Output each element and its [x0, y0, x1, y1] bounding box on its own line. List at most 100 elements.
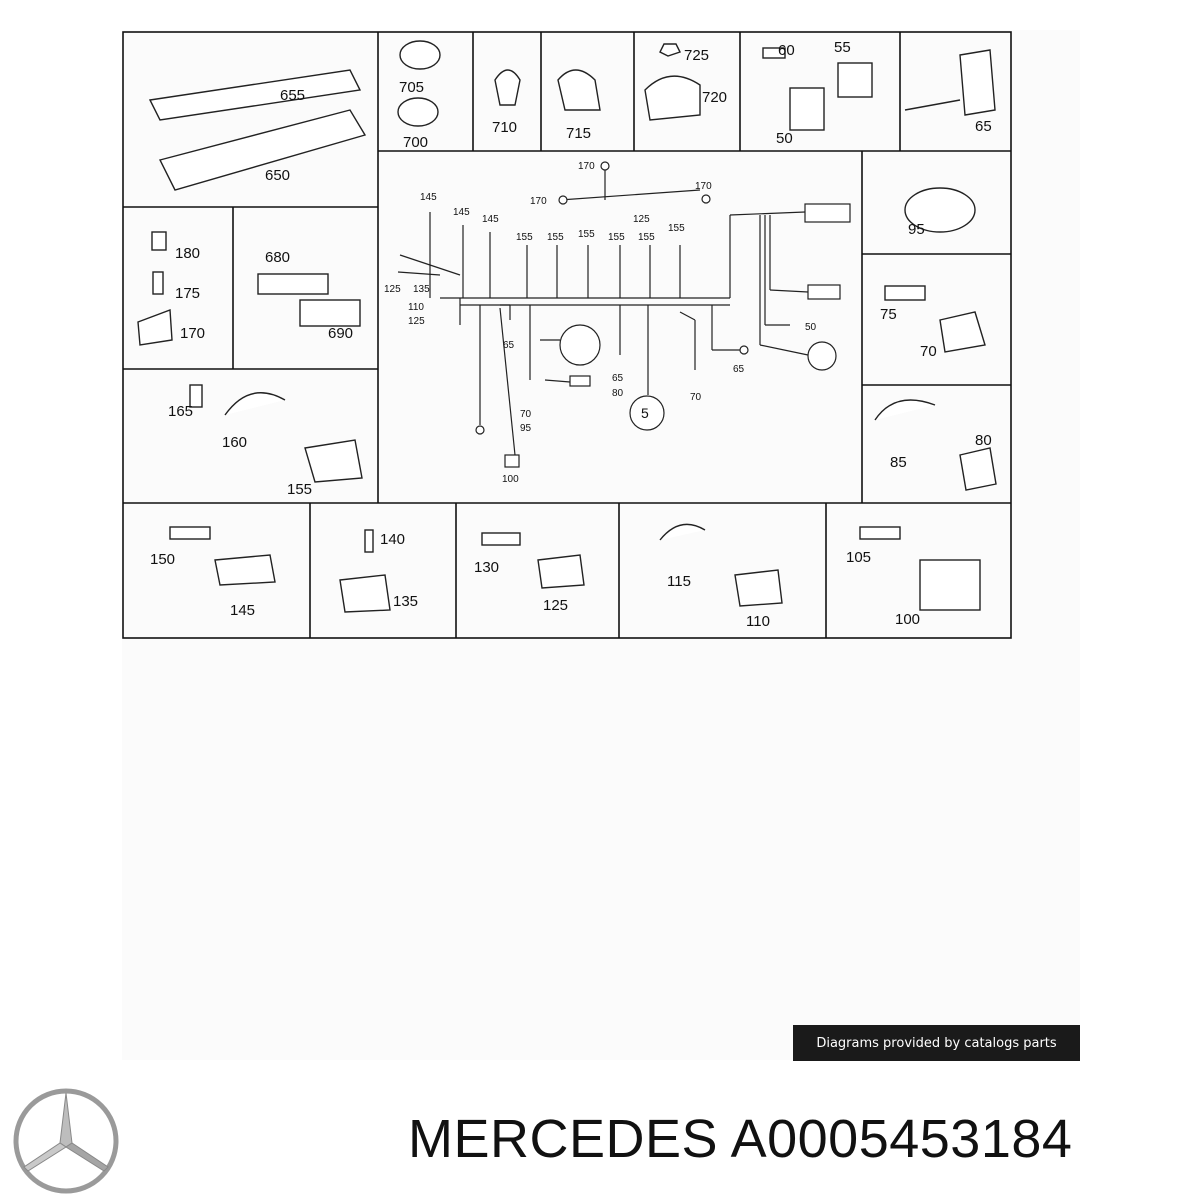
label-160: 160 — [222, 434, 247, 451]
label-690: 690 — [328, 325, 353, 342]
h-label-95: 95 — [520, 423, 532, 434]
pin-165-shape — [189, 384, 203, 408]
pin-180-shape — [151, 231, 167, 251]
label-115: 115 — [667, 573, 691, 590]
h-label-50: 50 — [805, 322, 817, 333]
block-100-shape — [919, 559, 981, 611]
boot-95-shape — [904, 187, 976, 233]
label-150: 150 — [150, 551, 175, 568]
diagram-frame — [122, 31, 1012, 639]
h-label-125c: 125 — [408, 316, 425, 327]
h-label-80: 80 — [612, 388, 624, 399]
label-725: 725 — [684, 47, 709, 64]
label-55: 55 — [834, 39, 851, 56]
label-650: 650 — [265, 167, 290, 184]
attribution-badge: Diagrams provided by catalogs parts — [793, 1025, 1080, 1061]
label-60: 60 — [778, 42, 795, 59]
h-label-155e: 155 — [638, 232, 655, 243]
label-175: 175 — [175, 285, 200, 302]
wire-115-shape — [659, 523, 706, 541]
tie-700-shape — [397, 97, 439, 127]
h-label-155c: 155 — [578, 229, 595, 240]
wire-160-shape — [224, 392, 286, 416]
clamp-715-shape — [557, 69, 601, 111]
connector-145-shape — [214, 554, 276, 586]
label-110: 110 — [746, 613, 770, 630]
h-label-170c: 170 — [695, 181, 712, 192]
label-95: 95 — [908, 221, 925, 238]
label-170: 170 — [180, 325, 205, 342]
sleeve-680-shape — [257, 273, 329, 295]
connector-125-shape — [537, 554, 585, 589]
h-label-155a: 155 — [516, 232, 533, 243]
label-130: 130 — [474, 559, 499, 576]
connector-50-shape — [789, 87, 825, 131]
label-140: 140 — [380, 531, 405, 548]
bracket-720-shape — [644, 75, 701, 121]
label-75: 75 — [880, 306, 897, 323]
h-label-170a: 170 — [578, 161, 595, 172]
pin-60-shape — [762, 47, 786, 59]
h-label-5: 5 — [641, 405, 649, 421]
ring-terminal-170-b — [558, 195, 568, 205]
terminal-105-shape — [859, 526, 901, 540]
terminal-150-shape — [169, 526, 211, 540]
label-70: 70 — [920, 343, 937, 360]
clip-710-shape — [494, 69, 521, 106]
h-label-155b: 155 — [547, 232, 564, 243]
h-label-145a: 145 — [420, 192, 437, 203]
pin-140-shape — [364, 529, 374, 553]
connector-155-shape — [304, 439, 363, 483]
label-165: 165 — [168, 403, 193, 420]
h-label-155d: 155 — [608, 232, 625, 243]
pin-175-shape — [152, 271, 164, 295]
h-label-145b: 145 — [453, 207, 470, 218]
h-label-110: 110 — [408, 302, 424, 313]
harness-main-connector — [804, 203, 851, 223]
connector-80-shape — [959, 447, 997, 491]
part-number: A0005453184 — [730, 1109, 1073, 1169]
label-180: 180 — [175, 245, 200, 262]
sleeve-690-shape — [299, 299, 361, 327]
h-label-100: 100 — [502, 474, 519, 485]
label-65: 65 — [975, 118, 992, 135]
label-155: 155 — [287, 481, 312, 498]
connector-110-shape — [734, 569, 783, 607]
rail-650-shape — [158, 109, 367, 191]
label-105: 105 — [846, 549, 871, 566]
housing-55-shape — [837, 62, 873, 98]
housing-70-shape — [939, 311, 986, 353]
h-label-155f: 155 — [668, 223, 685, 234]
label-50: 50 — [776, 130, 793, 147]
label-135: 135 — [393, 593, 418, 610]
round-connector-sensor — [807, 341, 837, 371]
h-label-125b: 125 — [384, 284, 401, 295]
wire-85-shape — [874, 399, 936, 421]
label-85: 85 — [890, 454, 907, 471]
label-125: 125 — [543, 597, 568, 614]
h-label-65c: 65 — [733, 364, 745, 375]
plug-sensor-right — [807, 284, 841, 300]
part-title: MERCEDES A0005453184 — [408, 1108, 1072, 1170]
label-715: 715 — [566, 125, 591, 142]
label-145: 145 — [230, 602, 255, 619]
connector-170-shape — [137, 309, 173, 346]
tie-705-shape — [399, 40, 441, 70]
h-label-145c: 145 — [482, 214, 499, 225]
sensor-135-shape — [339, 574, 391, 613]
terminal-75-shape — [884, 285, 926, 301]
h-label-170b: 170 — [530, 196, 547, 207]
block-100-small — [504, 454, 520, 468]
label-655: 655 — [280, 87, 305, 104]
ring-terminal-170-c — [701, 194, 711, 204]
round-connector-left — [559, 324, 601, 366]
rail-655-shape — [148, 69, 362, 121]
h-label-65a: 65 — [503, 340, 515, 351]
sensor-65-shape — [959, 49, 996, 116]
label-720: 720 — [702, 89, 727, 106]
label-680: 680 — [265, 249, 290, 266]
terminal-130-shape — [481, 532, 521, 546]
mercedes-star-icon — [13, 1088, 119, 1194]
